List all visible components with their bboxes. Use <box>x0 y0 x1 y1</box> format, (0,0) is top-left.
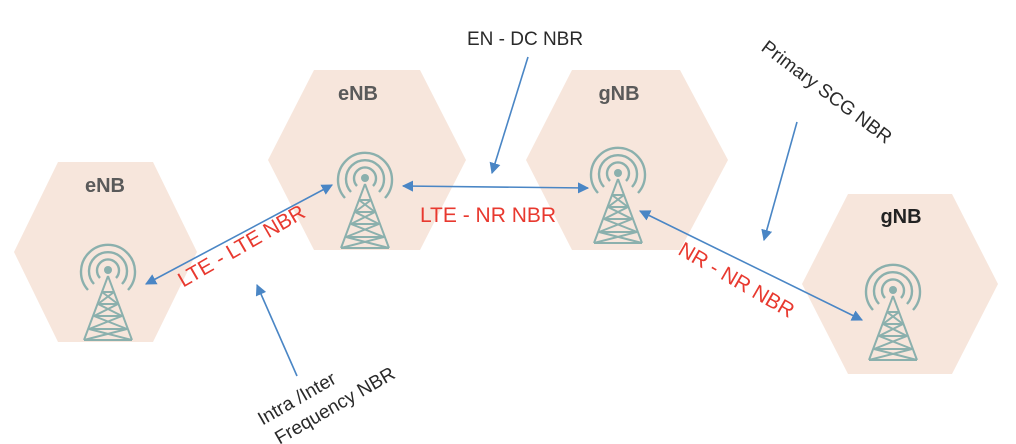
lte-lte-link-label: LTE - LTE NBR <box>174 201 309 292</box>
lte-nr-link-arrow <box>401 180 590 194</box>
node-label: gNB <box>598 83 639 105</box>
gnb-node-1: gNB <box>526 70 728 250</box>
primary-scg-annotation: Primary SCG NBR <box>757 37 895 148</box>
primary-scg-pointer-arrow <box>761 121 798 242</box>
enb-node-1: eNB <box>14 162 197 342</box>
node-label: eNB <box>338 83 378 105</box>
lte-nr-link-label: LTE - NR NBR <box>420 204 556 227</box>
intra-inter-pointer-arrow <box>255 283 298 377</box>
en-dc-pointer-arrow <box>489 56 529 175</box>
nr-nr-link-arrow <box>638 210 864 321</box>
en-dc-annotation: EN - DC NBR <box>467 29 583 50</box>
hexagon-cell <box>526 70 728 250</box>
lte-lte-link-arrow <box>145 184 333 285</box>
node-label: gNB <box>880 206 921 228</box>
gnb-node-2: gNB <box>802 194 998 374</box>
node-label: eNB <box>85 175 125 197</box>
